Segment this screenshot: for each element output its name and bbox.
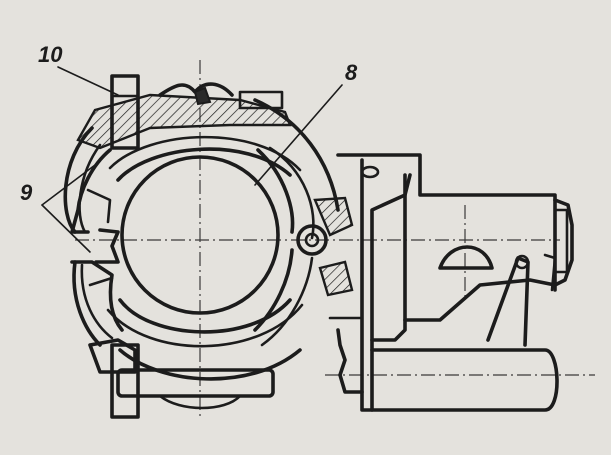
actuator-hole bbox=[360, 165, 380, 179]
bottom-bar-arc bbox=[158, 394, 242, 410]
leader-10 bbox=[57, 66, 119, 96]
upper-wedge bbox=[313, 196, 354, 237]
bore-outer-lower-arc bbox=[106, 303, 304, 348]
actuator-lower-edge bbox=[403, 278, 557, 322]
leader-8 bbox=[254, 84, 343, 186]
actuator-housing bbox=[336, 153, 574, 412]
top-hatched-section bbox=[76, 93, 292, 150]
lower-cylinder bbox=[328, 316, 559, 412]
pivot-assembly bbox=[296, 196, 354, 297]
pivot-pin-center bbox=[304, 232, 320, 248]
actuator-plate-inner bbox=[370, 173, 407, 342]
actuator-plate bbox=[360, 158, 412, 412]
split-ring bbox=[70, 148, 124, 332]
top-right-lug bbox=[238, 90, 284, 110]
label-part-9: 9 bbox=[20, 180, 33, 205]
liner-right-upper bbox=[256, 148, 295, 234]
label-part-8: 8 bbox=[345, 60, 358, 85]
ring-lower-segment bbox=[70, 260, 124, 332]
bottom-bar bbox=[116, 368, 275, 398]
ring-upper-segment bbox=[70, 148, 112, 234]
ring-split-gap bbox=[94, 228, 120, 264]
top-bolt bbox=[110, 74, 140, 150]
liner-right-lower bbox=[253, 248, 294, 332]
bottom-clamp-block bbox=[88, 338, 275, 419]
actuator-window bbox=[438, 245, 494, 270]
leader-9-lower bbox=[41, 204, 91, 253]
lever-link bbox=[543, 253, 557, 292]
actuator-end-nut bbox=[553, 208, 569, 274]
actuator-lever bbox=[486, 256, 530, 347]
lower-wedge bbox=[318, 260, 354, 297]
inner-bore bbox=[106, 135, 315, 348]
bottom-lug bbox=[88, 338, 137, 374]
label-part-10: 10 bbox=[38, 42, 63, 67]
cylinder-left-edge bbox=[336, 328, 364, 394]
ring-lower-notch bbox=[88, 276, 114, 287]
housing-inner-lower-left-arc bbox=[80, 263, 114, 340]
leaders bbox=[41, 66, 343, 253]
actuator-end-cap bbox=[553, 198, 574, 287]
cylinder-body bbox=[370, 348, 559, 412]
liner-outer-right-lower bbox=[260, 256, 314, 347]
bore-lower-arc bbox=[118, 298, 292, 334]
top-clamp-block bbox=[76, 74, 292, 150]
bore-circle bbox=[120, 155, 280, 315]
bottom-bolt bbox=[110, 343, 140, 419]
top-tooth-fill bbox=[193, 86, 212, 106]
housing-lower-left-arc bbox=[72, 260, 102, 347]
lever-pivot bbox=[514, 254, 530, 270]
ring-upper-notch bbox=[86, 188, 112, 224]
pivot-pin bbox=[296, 224, 328, 256]
leader-9-upper bbox=[41, 164, 96, 206]
